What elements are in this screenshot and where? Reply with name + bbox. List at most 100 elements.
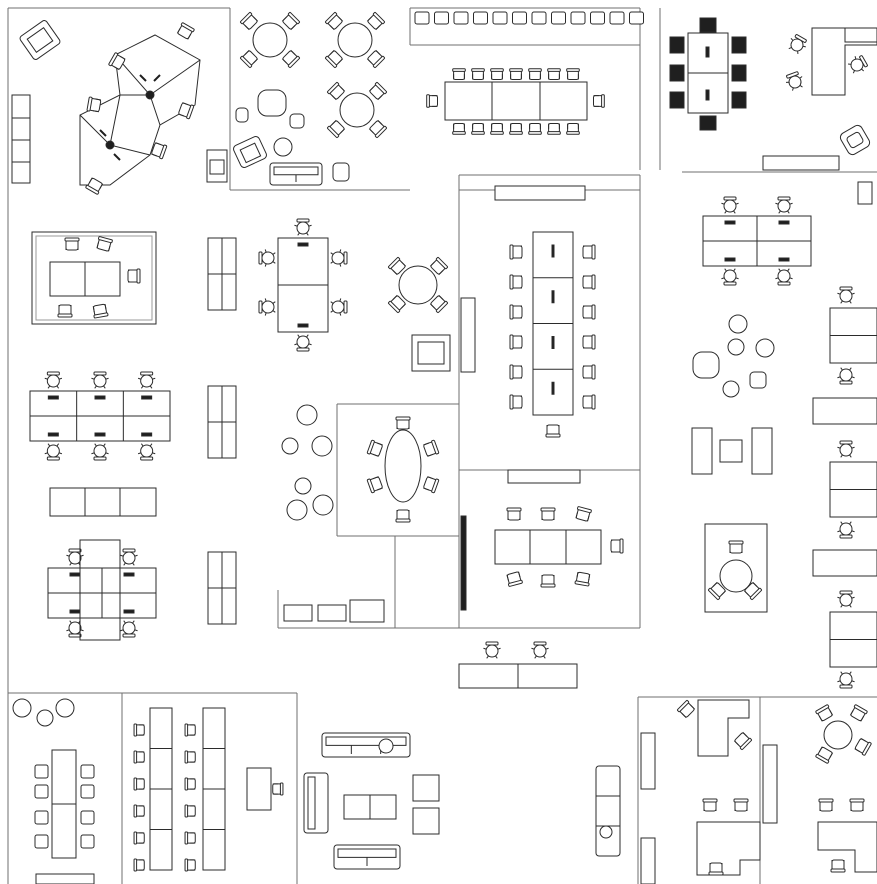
chair-back: [141, 457, 153, 460]
credenza: [641, 733, 655, 789]
chair: [367, 12, 385, 30]
chair-arm: [427, 477, 433, 479]
l-shaped-desk: [698, 700, 749, 756]
chair-back: [47, 457, 59, 460]
chair-back: [280, 783, 283, 795]
chair-seat: [262, 301, 274, 313]
credenza: [763, 745, 777, 823]
chair-seat: [47, 375, 59, 387]
chair: [594, 95, 605, 108]
chair-back: [396, 519, 410, 522]
chair-back: [491, 132, 504, 135]
credenza: [641, 838, 655, 884]
chair-seat: [732, 37, 746, 53]
armchair: [413, 808, 439, 834]
chair: [282, 12, 300, 30]
chair: [744, 582, 762, 600]
chair-back: [297, 348, 309, 351]
chair: [369, 82, 387, 100]
dark-chair: [732, 92, 746, 108]
round-table: [253, 23, 287, 57]
chair-arm: [855, 749, 860, 752]
chair-arm: [369, 87, 373, 91]
chair-arm: [439, 295, 443, 299]
lounge-chair: [56, 699, 74, 717]
chair-seat: [123, 622, 135, 634]
monitor: [298, 324, 308, 327]
task-chair: [837, 672, 854, 688]
chair-back: [677, 700, 689, 712]
chair-back: [186, 105, 194, 119]
side-table: [274, 138, 292, 156]
chair: [58, 305, 72, 317]
chair-back: [472, 132, 485, 135]
return-desk: [845, 28, 877, 42]
credenza-chair: [552, 12, 566, 24]
credenza-chair: [532, 12, 546, 24]
chair-back: [388, 301, 400, 313]
chair-back: [577, 506, 591, 513]
lounge-chair: [297, 405, 317, 425]
low-credenza: [50, 488, 156, 516]
credenza: [508, 470, 580, 483]
desk-hub: [146, 91, 154, 99]
chair: [65, 238, 79, 250]
chair-back: [373, 12, 385, 24]
task-chair: [138, 372, 155, 388]
chair-back: [98, 236, 112, 243]
stool: [35, 785, 48, 798]
chair: [427, 95, 438, 108]
chair-arm: [95, 99, 101, 100]
lounge-area-nw: [207, 12, 387, 185]
chair-arm: [850, 710, 853, 715]
chair: [327, 82, 345, 100]
chair-seat: [141, 445, 153, 457]
chair: [548, 69, 561, 80]
chair-arm: [339, 59, 343, 63]
chair-back: [87, 97, 92, 111]
chair-back: [181, 22, 195, 32]
chair-back: [510, 132, 523, 135]
chair-back: [840, 287, 852, 290]
chair-seat: [840, 444, 852, 456]
monitor: [142, 396, 152, 399]
chair: [367, 476, 383, 493]
chair-back: [819, 799, 833, 802]
task-chair: [775, 269, 792, 285]
bench: [763, 156, 839, 170]
credenza-chair: [493, 12, 507, 24]
chair-back: [546, 434, 560, 437]
l-shaped-desk: [812, 28, 877, 95]
desk-pod-mid-chairs: [259, 249, 347, 315]
dark-chair: [700, 116, 716, 130]
chair-arm: [427, 454, 433, 456]
chair-back: [453, 69, 466, 72]
chair: [529, 69, 542, 80]
chair: [729, 541, 743, 553]
chair-back: [185, 751, 188, 763]
chair-arm: [819, 747, 822, 752]
side-table: [728, 339, 744, 355]
power-port: [706, 90, 709, 100]
chair-back: [123, 549, 135, 552]
chair-arm: [819, 716, 822, 721]
chair-back: [58, 314, 72, 317]
chair-arm: [376, 50, 380, 54]
sofa: [334, 845, 400, 869]
lounge-chair: [693, 352, 719, 378]
chair: [703, 799, 717, 811]
chair-back: [85, 185, 99, 195]
stool: [81, 785, 94, 798]
chair: [282, 50, 300, 68]
chair-arm: [376, 26, 380, 30]
chair: [388, 295, 406, 313]
chair-arm: [439, 271, 443, 275]
chair-arm: [691, 705, 695, 709]
chair-arm: [245, 50, 249, 54]
sofa-back: [326, 737, 406, 745]
stool: [35, 765, 48, 778]
chair-back: [94, 457, 106, 460]
chair-seat: [534, 645, 546, 657]
dark-chair: [670, 37, 684, 53]
